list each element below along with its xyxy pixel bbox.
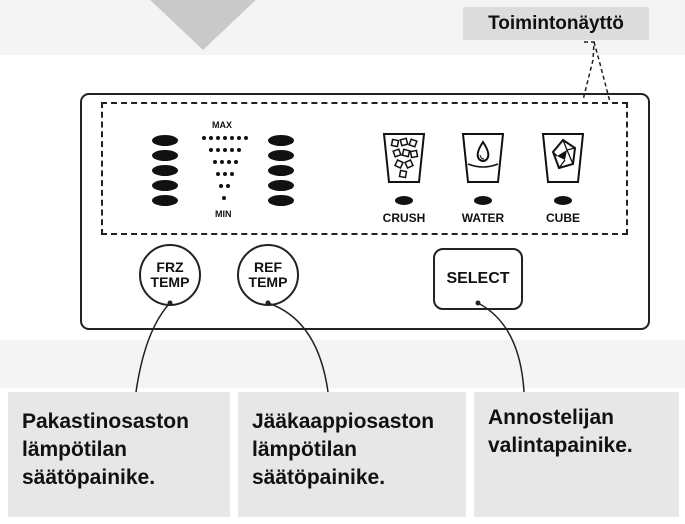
- water-drop-icon: [461, 133, 505, 183]
- max-label: MAX: [212, 120, 232, 130]
- freezer-temp-line1: FRZ: [156, 259, 184, 275]
- crushed-ice-icon: [382, 133, 426, 183]
- level-indicator-left: [152, 135, 178, 210]
- caption-fridge: Jääkaappiosaston lämpötilan säätöpainike…: [238, 392, 466, 517]
- caption-line: valintapainike.: [488, 434, 633, 457]
- display-label-text: Toimintonäyttö: [488, 12, 624, 34]
- fridge-temp-line2: TEMP: [248, 274, 288, 290]
- level-oval: [152, 180, 178, 191]
- level-oval: [152, 165, 178, 176]
- level-oval: [268, 150, 294, 161]
- level-oval: [268, 195, 294, 206]
- level-indicator-right: [268, 135, 294, 210]
- caption-line: lämpötilan: [252, 438, 358, 461]
- caption-line: lämpötilan: [22, 438, 128, 461]
- display-area: [101, 102, 628, 235]
- caption-select: Annostelijan valintapainike.: [474, 392, 679, 517]
- caption-line: Jääkaappiosaston: [252, 410, 435, 433]
- caption-line: Pakastinosaston: [22, 410, 189, 433]
- freezer-temp-line2: TEMP: [150, 274, 190, 290]
- mode-label-water: WATER: [461, 211, 505, 225]
- caption-line: Annostelijan: [488, 406, 615, 429]
- level-oval: [152, 150, 178, 161]
- level-oval: [268, 180, 294, 191]
- level-oval: [152, 135, 178, 146]
- water-indicator: [474, 196, 492, 205]
- mode-label-crush: CRUSH: [382, 211, 426, 225]
- min-label: MIN: [215, 209, 232, 219]
- ice-cube-icon: [541, 133, 585, 183]
- level-oval: [268, 135, 294, 146]
- caption-line: säätöpainike.: [252, 466, 386, 489]
- level-oval: [268, 165, 294, 176]
- caption-line: säätöpainike.: [22, 466, 156, 489]
- caption-freezer: Pakastinosaston lämpötilan säätöpainike.: [8, 392, 230, 517]
- level-dot-pyramid: [200, 136, 248, 206]
- fridge-temp-line1: REF: [254, 259, 282, 275]
- arrow-down-shape: [108, 0, 298, 50]
- select-button-label: SELECT: [446, 270, 510, 287]
- display-label: Toimintonäyttö: [463, 7, 649, 40]
- cube-indicator: [554, 196, 572, 205]
- select-button[interactable]: SELECT: [433, 248, 523, 310]
- crush-indicator: [395, 196, 413, 205]
- mode-label-cube: CUBE: [545, 211, 580, 225]
- level-oval: [152, 195, 178, 206]
- background-shape: [0, 340, 685, 388]
